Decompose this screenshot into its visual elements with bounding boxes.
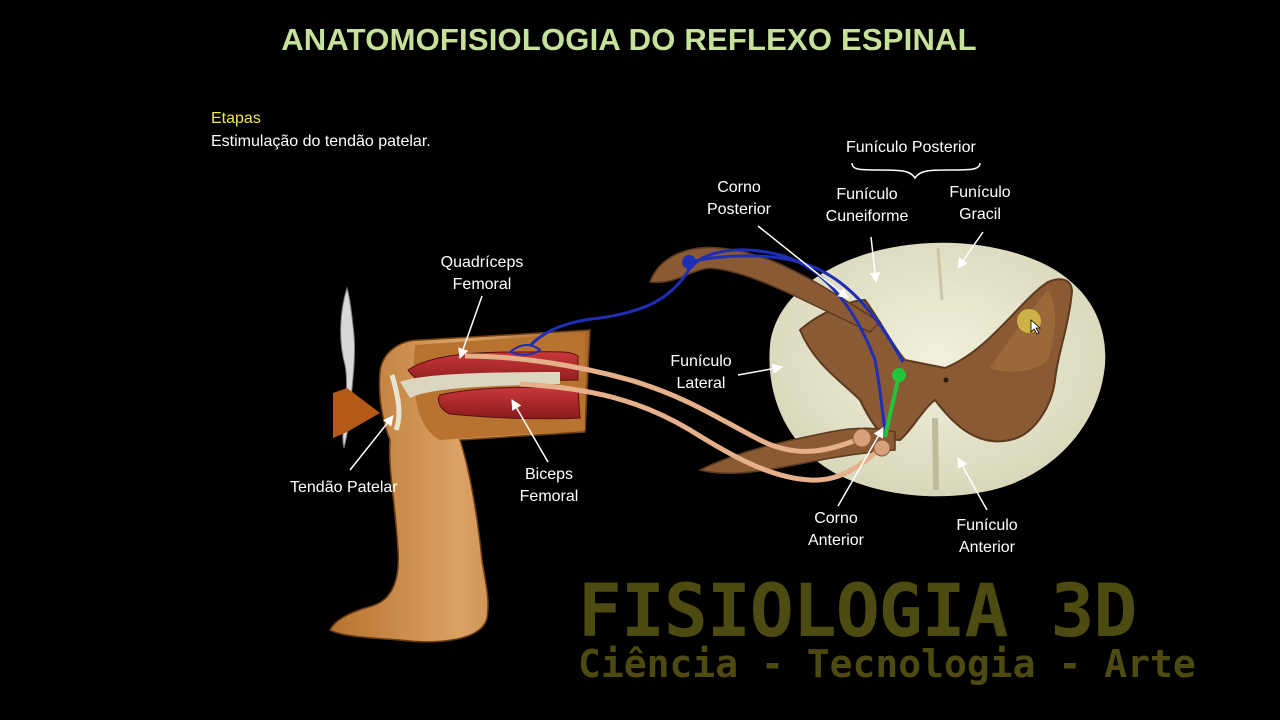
reflex-hammer-icon [340, 286, 356, 449]
arrow-corno-posterior [757, 225, 849, 299]
arrow-biceps [511, 399, 549, 463]
arrow-tendao-patelar [349, 415, 394, 471]
motor-neuron-body-1 [852, 428, 872, 448]
label-funiculo-gracil: Funículo Gracil [949, 184, 1011, 223]
label-funiculo-lateral: Funículo Lateral [670, 353, 732, 392]
arrow-funiculo-lateral [737, 363, 784, 376]
interneuron [883, 374, 901, 438]
motor-neuron-quadriceps [464, 353, 863, 454]
label-biceps-femoral: Biceps Femoral [519, 466, 579, 505]
label-corno-posterior: Corno Posterior [706, 179, 772, 218]
femur-bone [400, 372, 560, 398]
arrow-funiculo-anterior [957, 457, 988, 511]
label-funiculo-cuneiforme: Funículo Cuneiforme [825, 186, 909, 225]
steps-heading: Etapas [211, 110, 261, 127]
steps-text: Estimulação do tendão patelar. [211, 133, 431, 150]
muscle-spindle [508, 344, 542, 356]
patellar-tendon [389, 374, 402, 431]
central-canal [943, 377, 949, 383]
reflex-hammer-head [333, 388, 380, 438]
mouse-cursor-icon [1030, 319, 1042, 335]
arrow-funiculo-gracil [957, 231, 984, 269]
arrow-corno-anterior [837, 427, 884, 507]
posterior-median-sulcus [936, 247, 944, 301]
cursor-highlight [1017, 309, 1041, 333]
label-corno-anterior: Corno Anterior [807, 510, 865, 549]
sensory-neuron [528, 248, 887, 431]
sensory-neuron-branch [689, 254, 905, 363]
dorsal-root-ganglion [682, 255, 696, 269]
label-funiculo-anterior: Funículo Anterior [956, 517, 1018, 556]
label-funiculo-posterior: Funículo Posterior [846, 139, 976, 156]
arrow-funiculo-cuneiforme [869, 236, 881, 284]
watermark-tagline: Ciência - Tecnologia - Arte [578, 642, 1196, 686]
watermark-title: FISIOLOGIA 3D [578, 569, 1137, 654]
interneuron-body [892, 368, 906, 382]
label-quadriceps-femoral: Quadríceps Femoral [440, 254, 524, 293]
biceps-femoral-muscle [437, 386, 581, 420]
label-tendao-patelar: Tendão Patelar [290, 479, 398, 496]
motor-neuron-body-2 [873, 439, 891, 457]
anterior-median-fissure [932, 417, 939, 491]
page-title: ANATOMOFISIOLOGIA DO REFLEXO ESPINAL [281, 22, 977, 57]
funiculo-posterior-brace [851, 162, 981, 180]
arrow-quadriceps [458, 295, 483, 359]
motor-neuron-biceps [519, 381, 884, 483]
